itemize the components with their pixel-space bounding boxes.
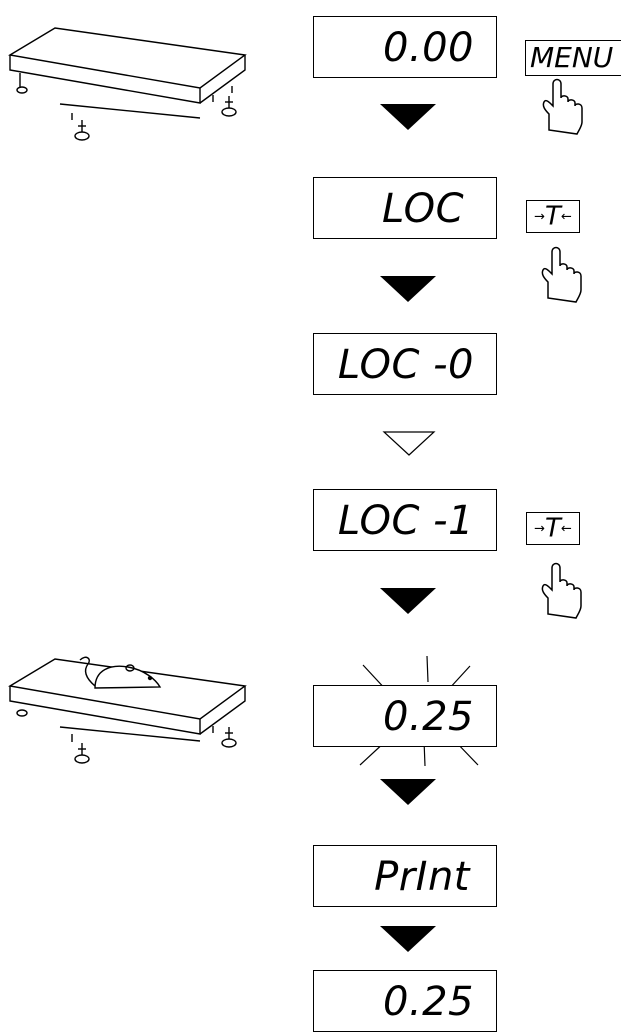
display-value: LOC	[382, 186, 464, 232]
tare-arrow-left-icon: ←	[560, 521, 572, 537]
arrow-down-icon	[380, 926, 436, 952]
display-step-1: 0.00	[313, 16, 497, 78]
platform-scale-icon	[8, 27, 247, 141]
arrow-down-icon	[380, 276, 436, 302]
display-step-6: PrInt	[313, 845, 497, 907]
display-step-4: LOC -1	[313, 489, 497, 551]
display-value: 0.25	[382, 979, 474, 1025]
display-value: LOC -1	[337, 498, 474, 544]
tare-button-label: T	[545, 201, 561, 232]
display-step-5: 0.25	[313, 685, 497, 747]
display-value: LOC -0	[337, 342, 474, 388]
arrow-down-icon	[380, 779, 436, 805]
display-value: 0.00	[382, 25, 474, 71]
pointing-hand-icon	[542, 78, 583, 135]
tare-button[interactable]: →T←	[526, 200, 580, 233]
menu-button[interactable]: MENU	[525, 40, 621, 76]
platform-scale-with-load-icon	[8, 656, 247, 764]
display-step-7: 0.25	[313, 970, 497, 1032]
menu-button-label: MENU	[530, 41, 614, 74]
tare-button-label: T	[545, 513, 561, 544]
display-value: PrInt	[374, 854, 470, 900]
tare-arrow-right-icon: →	[534, 209, 546, 225]
mouse-load-icon	[79, 656, 162, 689]
pointing-hand-icon	[541, 562, 582, 619]
tare-arrow-left-icon: ←	[560, 209, 572, 225]
display-step-2: LOC	[313, 177, 497, 239]
arrow-down-icon	[380, 588, 436, 614]
display-step-3: LOC -0	[313, 333, 497, 395]
display-value: 0.25	[382, 694, 474, 740]
arrow-down-icon	[380, 104, 436, 130]
pointing-hand-icon	[541, 246, 582, 303]
tare-arrow-right-icon: →	[534, 521, 546, 537]
arrow-down-outline-icon	[382, 431, 436, 456]
tare-button[interactable]: →T←	[526, 512, 580, 545]
